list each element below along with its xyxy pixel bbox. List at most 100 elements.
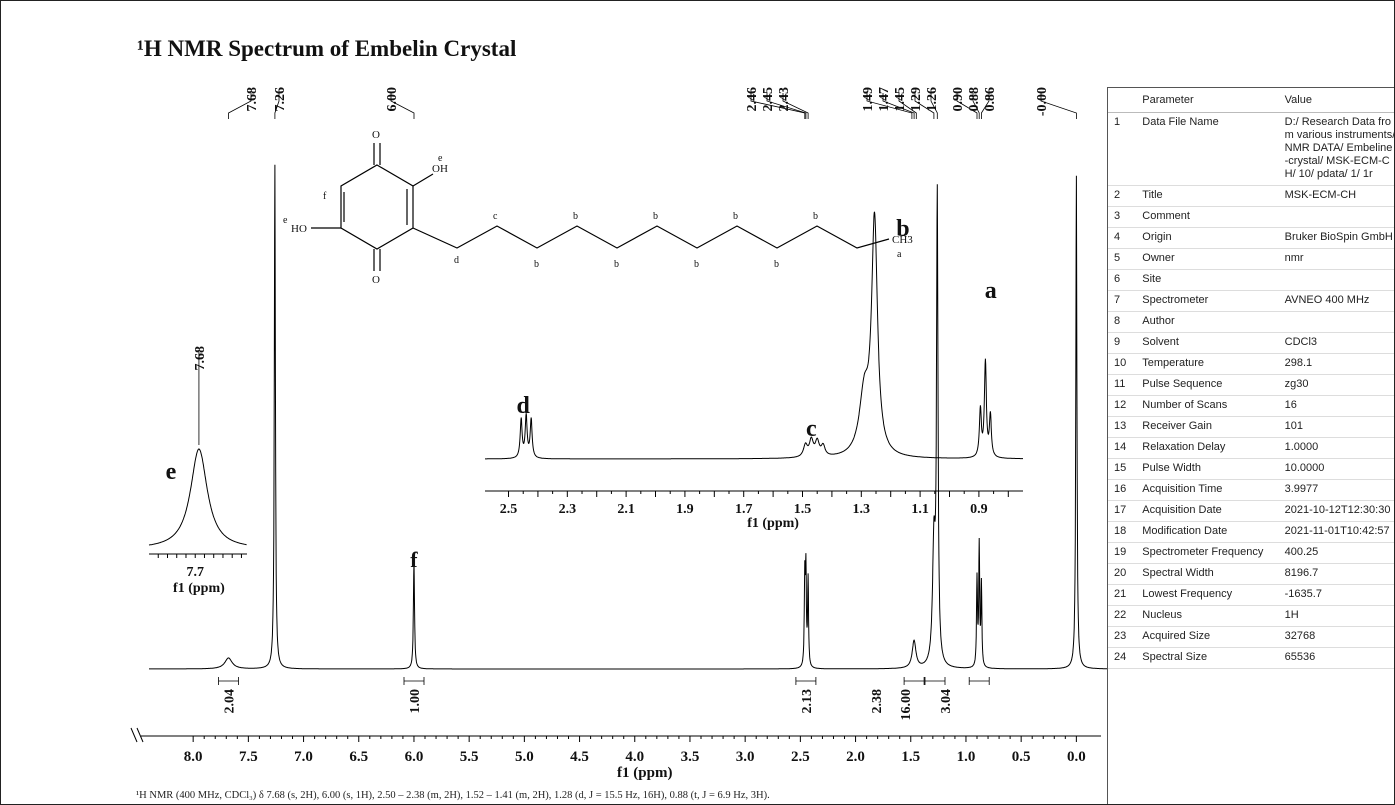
- parameter-name: Pulse Sequence: [1142, 374, 1285, 396]
- inset-aliphatic-tick-label: 2.5: [500, 502, 518, 517]
- label-b-2: b: [573, 211, 578, 222]
- parameter-index: 17: [1108, 500, 1143, 522]
- main-tick-label: 5.5: [460, 749, 479, 765]
- label-f: f: [323, 191, 327, 202]
- inset-aromatic: 7.7f1 (ppm) 7.68e: [148, 346, 247, 596]
- parameter-index: 9: [1108, 332, 1143, 354]
- parameter-index: 13: [1108, 416, 1143, 438]
- main-tick-label: 7.0: [294, 749, 313, 765]
- label-e-oh: e: [438, 153, 443, 164]
- parameter-name: Data File Name: [1142, 112, 1285, 186]
- peak-label-leader: [981, 93, 990, 119]
- peak-label: 7.68: [228, 87, 260, 119]
- label-d: d: [454, 255, 459, 266]
- parameter-value: [1284, 311, 1394, 333]
- parameter-index: 22: [1108, 605, 1143, 627]
- peak-label-text: 7.26: [273, 87, 288, 112]
- hydroxyl-bonds: [311, 173, 434, 229]
- peak-label-text: 2.46: [745, 87, 760, 112]
- peak-label: 7.26: [273, 87, 288, 119]
- peak-label: 1.45: [893, 87, 917, 119]
- parameter-value: 101: [1284, 416, 1394, 438]
- peak-label-text: 0.90: [951, 87, 966, 112]
- parameter-name: Spectrometer Frequency: [1142, 542, 1285, 564]
- parameter-name: Spectral Width: [1142, 563, 1285, 585]
- inset-aliphatic-tick-label: 1.5: [794, 502, 812, 517]
- peak-label-leader: [914, 93, 935, 119]
- label-a: a: [897, 249, 902, 260]
- label-c: c: [493, 211, 498, 222]
- peak-label-leader: [972, 93, 980, 119]
- integral-value: 2.04: [223, 689, 238, 714]
- inset-aliphatic-letter: a: [985, 278, 997, 304]
- integral: 2.13: [795, 677, 817, 714]
- peak-label-text: 1.49: [861, 87, 876, 112]
- header-parameter: Parameter: [1142, 88, 1285, 113]
- peak-label-leader: [898, 93, 917, 119]
- parameter-value: 1H: [1284, 605, 1394, 627]
- parameter-name: Comment: [1142, 206, 1285, 228]
- atom-oh: OH: [432, 163, 448, 175]
- main-tick-label: 4.5: [570, 749, 589, 765]
- peak-label: 6.00: [385, 87, 415, 119]
- inset-aliphatic-trace: [485, 211, 1023, 460]
- peak-label: 1.26: [925, 87, 940, 119]
- integral: 1.00: [403, 677, 425, 714]
- peak-label: 2.45: [761, 87, 807, 119]
- integral-value: 16.00: [899, 689, 914, 721]
- parameter-value: 32768: [1284, 626, 1394, 648]
- integral-bracket: [968, 677, 990, 685]
- label-b-4: b: [653, 211, 658, 222]
- integral: 16.00: [899, 677, 946, 721]
- inset-aliphatic-letter: d: [517, 393, 531, 419]
- parameter-value: 400.25: [1284, 542, 1394, 564]
- integral: 3.04: [939, 677, 990, 714]
- parameter-name: Spectrometer: [1142, 290, 1285, 312]
- inset-aliphatic-tick-label: 1.7: [735, 502, 753, 517]
- main-tick-label: 7.5: [239, 749, 258, 765]
- peak-label-leader: [274, 93, 280, 119]
- label-b-6: b: [733, 211, 738, 222]
- parameter-header-row: Parameter Value: [1108, 88, 1394, 113]
- parameter-name: Title: [1142, 185, 1285, 207]
- peak-label-text: 0.86: [983, 87, 998, 112]
- parameter-value: -1635.7: [1284, 584, 1394, 606]
- letter-label: f: [410, 547, 418, 572]
- parameter-index: 7: [1108, 290, 1143, 312]
- parameter-index: 19: [1108, 542, 1143, 564]
- axis-break-mark: [130, 727, 144, 743]
- peak-label: 1.49: [861, 87, 913, 119]
- inset-aliphatic-tick-label: 0.9: [970, 502, 988, 517]
- embelin-structure: [311, 143, 890, 271]
- main-tick-label: 8.0: [184, 749, 203, 765]
- peak-label-leader: [390, 93, 415, 119]
- peak-label-leader: [228, 93, 252, 119]
- inset-aliphatic-tick-label: 2.1: [617, 502, 635, 517]
- parameter-value: 65536: [1284, 647, 1394, 669]
- parameter-name: Site: [1142, 269, 1285, 291]
- integral-value: 2.13: [800, 689, 815, 714]
- peak-label-leader: [956, 93, 978, 119]
- integral-bracket: [903, 677, 925, 685]
- integral-value: 2.38: [870, 689, 885, 714]
- peak-label-text: 2.43: [777, 87, 792, 112]
- main-tick-label: 3.0: [736, 749, 755, 765]
- quinone-ring-bonds: [340, 164, 414, 250]
- ring-double-bonds: [343, 189, 408, 225]
- carbonyl-bonds: [373, 143, 381, 271]
- integral-value: 1.00: [408, 689, 423, 714]
